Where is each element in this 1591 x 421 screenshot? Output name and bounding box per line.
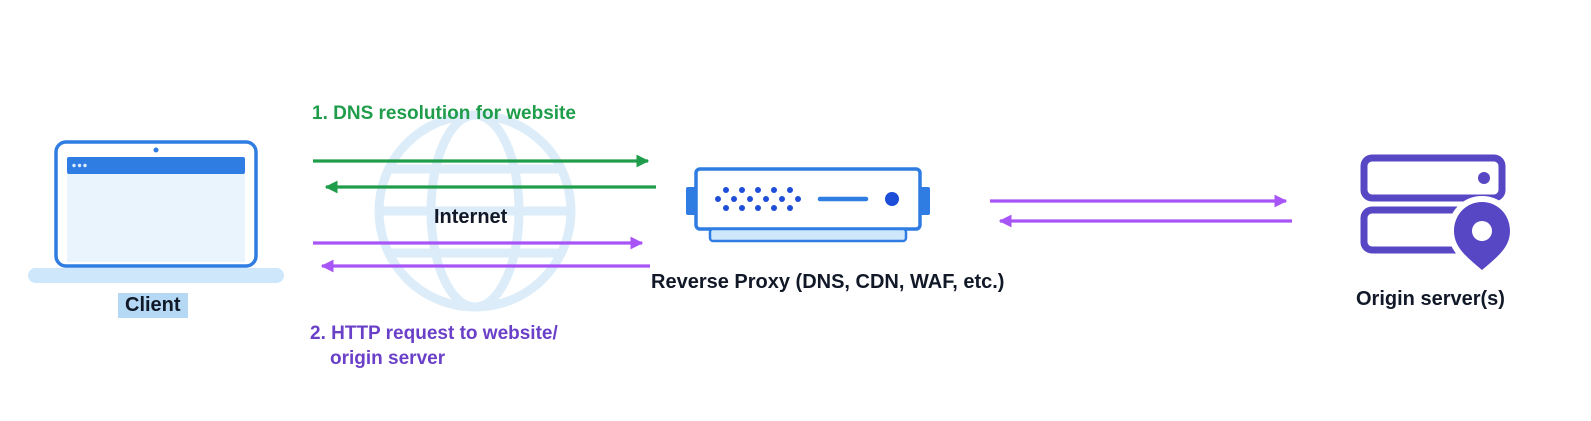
proxy-status-dot <box>885 192 899 206</box>
client-label: Client <box>118 293 188 318</box>
server-unit-top <box>1360 154 1506 202</box>
location-pin-hole <box>1472 221 1492 241</box>
internet-globe-icon <box>374 110 576 312</box>
internet-label: Internet <box>434 206 508 228</box>
origin-server-label: Origin server(s) <box>1356 288 1505 310</box>
http-step-label: 2. HTTP request to website/ origin serve… <box>310 321 558 371</box>
http-step-line1: 2. HTTP request to website/ <box>310 323 558 344</box>
proxy-dot-panel <box>715 187 801 211</box>
window-dot-3 <box>83 163 87 168</box>
window-dot-2 <box>77 163 82 168</box>
window-dot-1 <box>72 163 76 168</box>
laptop-camera-dot <box>153 147 159 153</box>
browser-title-bar <box>67 157 245 174</box>
reverse-proxy-label: Reverse Proxy (DNS, CDN, WAF, etc.) <box>651 271 1005 293</box>
proxy-base <box>708 227 908 243</box>
laptop-screen-content <box>67 174 245 262</box>
laptop-base <box>28 268 284 283</box>
client-laptop-icon <box>28 140 284 283</box>
server-top-dot <box>1478 172 1490 184</box>
dns-step-label: 1. DNS resolution for website <box>312 103 576 124</box>
origin-server-icon <box>1360 154 1516 275</box>
http-step-line2: origin server <box>330 348 446 369</box>
reverse-proxy-icon <box>686 167 930 243</box>
